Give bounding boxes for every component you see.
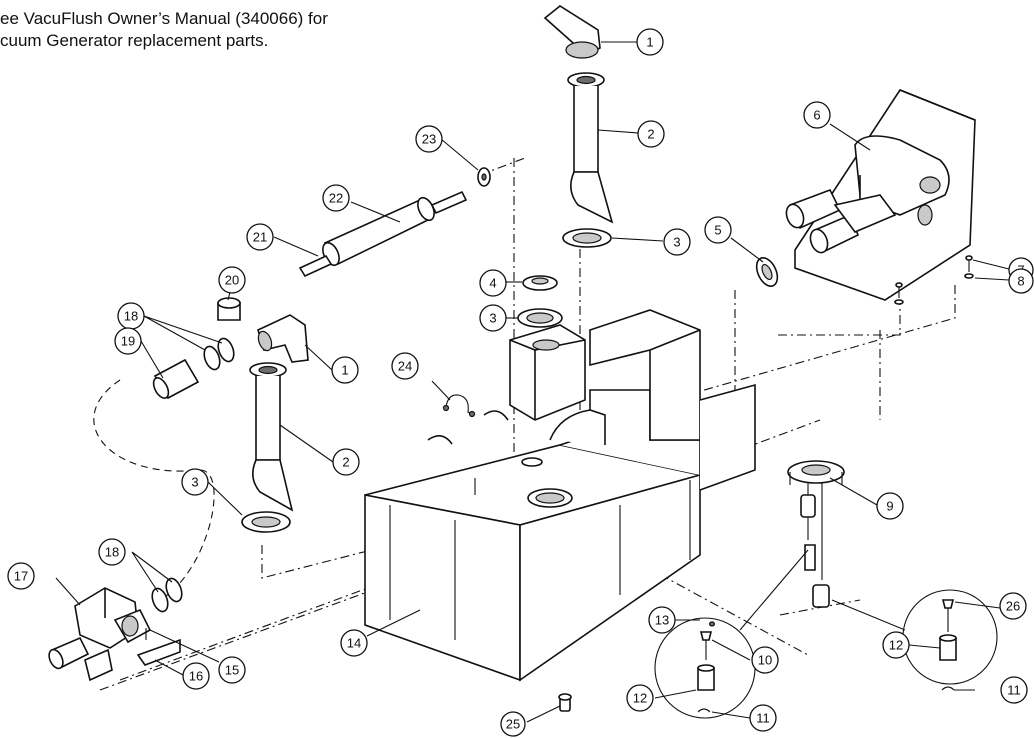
cap-plug bbox=[522, 275, 558, 291]
callout-21: 21 bbox=[246, 223, 274, 251]
callout-1-left: 1 bbox=[331, 356, 359, 384]
callout-9: 9 bbox=[876, 492, 904, 520]
callout-11-lower: 11 bbox=[749, 704, 777, 732]
hose-19 bbox=[152, 358, 200, 400]
callout-13: 13 bbox=[648, 606, 676, 634]
inlet-pipe-left bbox=[249, 362, 294, 512]
callout-16: 16 bbox=[182, 662, 210, 690]
screws-7-8 bbox=[894, 255, 974, 305]
svg-text:25: 25 bbox=[506, 717, 520, 732]
svg-text:18: 18 bbox=[105, 545, 119, 560]
svg-text:9: 9 bbox=[886, 499, 893, 514]
svg-text:26: 26 bbox=[1006, 599, 1020, 614]
pump-assembly bbox=[48, 587, 152, 682]
svg-text:13: 13 bbox=[655, 613, 669, 628]
callout-1-top: 1 bbox=[636, 28, 664, 56]
svg-text:18: 18 bbox=[124, 309, 138, 324]
callout-11-right: 11 bbox=[1000, 676, 1028, 704]
svg-text:16: 16 bbox=[189, 669, 203, 684]
callout-25: 25 bbox=[500, 711, 526, 737]
callout-5: 5 bbox=[704, 216, 732, 244]
svg-text:2: 2 bbox=[342, 455, 349, 470]
svg-text:12: 12 bbox=[889, 638, 903, 653]
callout-24: 24 bbox=[391, 352, 419, 380]
svg-text:3: 3 bbox=[191, 475, 198, 490]
elbow-fitting-left bbox=[257, 314, 309, 363]
svg-text:22: 22 bbox=[329, 191, 343, 206]
callout-3-left: 3 bbox=[181, 468, 209, 496]
callout-8: 8 bbox=[1008, 268, 1034, 294]
svg-text:11: 11 bbox=[756, 711, 770, 726]
svg-text:12: 12 bbox=[633, 691, 647, 706]
callout-22: 22 bbox=[322, 184, 350, 212]
svg-text:1: 1 bbox=[646, 35, 653, 50]
svg-text:5: 5 bbox=[714, 223, 721, 238]
callout-6: 6 bbox=[803, 101, 831, 129]
svg-text:2: 2 bbox=[647, 127, 654, 142]
callout-20: 20 bbox=[218, 266, 246, 294]
callout-2-left: 2 bbox=[332, 448, 360, 476]
svg-text:8: 8 bbox=[1017, 274, 1024, 289]
check-valve bbox=[298, 190, 468, 278]
level-sensor bbox=[787, 460, 845, 608]
svg-text:23: 23 bbox=[422, 132, 436, 147]
detail-circle-lower bbox=[654, 549, 809, 719]
grommet-middle bbox=[517, 308, 563, 328]
callout-12-lower: 12 bbox=[626, 684, 654, 712]
svg-text:11: 11 bbox=[1007, 683, 1021, 698]
svg-text:21: 21 bbox=[253, 230, 267, 245]
svg-text:14: 14 bbox=[347, 636, 361, 651]
callout-3-top: 3 bbox=[663, 228, 691, 256]
cable bbox=[442, 394, 476, 418]
callout-18-lower: 18 bbox=[98, 538, 126, 566]
clamps-lower bbox=[151, 577, 183, 613]
svg-text:24: 24 bbox=[398, 359, 412, 374]
clamps-upper bbox=[203, 337, 235, 371]
callout-26: 26 bbox=[999, 592, 1027, 620]
callout-17: 17 bbox=[7, 562, 35, 590]
svg-text:10: 10 bbox=[758, 653, 772, 668]
callout-leaders bbox=[55, 41, 1010, 723]
grommet-top bbox=[562, 228, 612, 248]
svg-text:19: 19 bbox=[121, 334, 135, 349]
svg-text:1: 1 bbox=[341, 363, 348, 378]
plug-20 bbox=[217, 297, 241, 321]
svg-text:20: 20 bbox=[225, 273, 239, 288]
svg-text:6: 6 bbox=[813, 108, 820, 123]
detail-circle-right bbox=[831, 589, 998, 691]
callout-19: 19 bbox=[114, 327, 142, 355]
svg-text:4: 4 bbox=[489, 276, 496, 291]
svg-text:3: 3 bbox=[673, 235, 680, 250]
vacuum-generator bbox=[785, 89, 976, 301]
holding-tank bbox=[364, 309, 756, 682]
callout-15: 15 bbox=[218, 656, 246, 684]
callout-18-upper: 18 bbox=[117, 302, 145, 330]
callout-12-right: 12 bbox=[882, 631, 910, 659]
washer bbox=[477, 167, 491, 187]
elbow-fitting-top bbox=[543, 5, 601, 59]
svg-text:3: 3 bbox=[489, 311, 496, 326]
callout-14: 14 bbox=[340, 629, 368, 657]
grommet-left bbox=[241, 511, 291, 533]
callout-3-middle: 3 bbox=[479, 304, 507, 332]
seal-5 bbox=[755, 257, 779, 287]
callout-10: 10 bbox=[751, 646, 779, 674]
svg-text:15: 15 bbox=[225, 663, 239, 678]
svg-text:17: 17 bbox=[14, 569, 28, 584]
callout-4: 4 bbox=[479, 269, 507, 297]
fitting-25 bbox=[558, 693, 572, 712]
reference-note: ee VacuFlush Owner’s Manual (340066) for… bbox=[0, 9, 328, 50]
callout-2-top: 2 bbox=[637, 120, 665, 148]
bracket-15-16 bbox=[136, 628, 181, 666]
callout-23: 23 bbox=[415, 125, 443, 153]
inlet-pipe-top bbox=[567, 72, 614, 224]
